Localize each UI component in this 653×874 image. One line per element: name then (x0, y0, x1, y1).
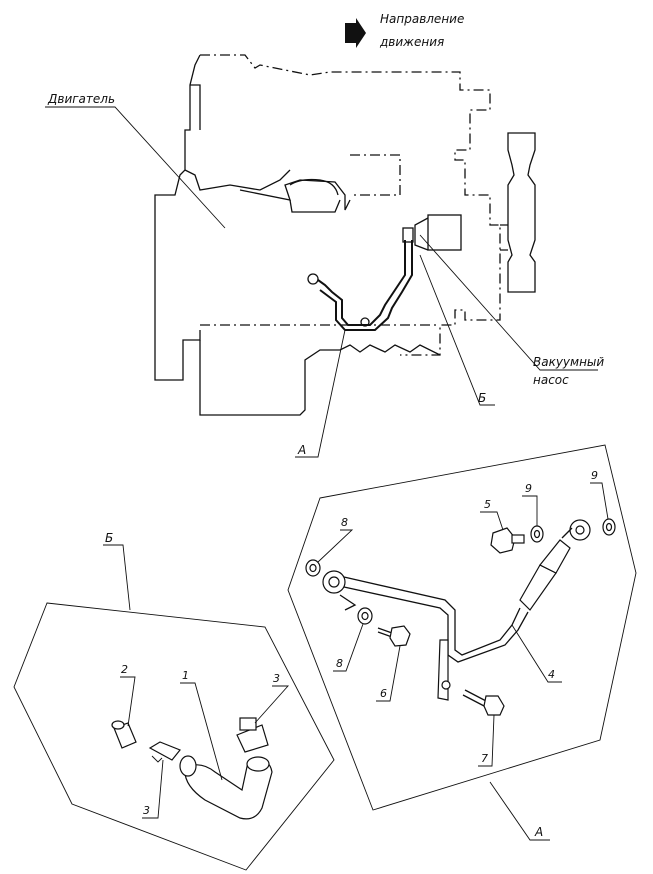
callout-3-left: 3 (143, 804, 150, 817)
direction-label-line2: движения (379, 35, 444, 49)
detail-a: А (287, 444, 637, 841)
detail-a-frame (287, 444, 637, 811)
view-a-marker: А (297, 443, 306, 457)
part-2-fitting (111, 720, 137, 749)
callout-9-left: 9 (525, 482, 532, 495)
callout-4: 4 (548, 668, 555, 681)
part-8-washer-upper (305, 559, 321, 577)
part-3-clip-left (148, 741, 181, 763)
callout-9-right: 9 (591, 469, 598, 482)
detail-a-title: А (534, 825, 543, 839)
part-6-bolt (377, 625, 411, 647)
part-1-hose (179, 755, 273, 820)
detail-b: Б 2 1 3 3 (13, 531, 335, 871)
part-5-bolt (490, 527, 525, 554)
direction-arrow-icon (345, 18, 366, 48)
view-b-marker: Б (478, 391, 486, 405)
direction-indicator: Направление движения (345, 12, 464, 49)
callout-5: 5 (484, 498, 491, 511)
vacuum-pipe-topview (307, 227, 414, 331)
part-9-washer-left (530, 525, 544, 543)
engine-outline (154, 54, 536, 416)
callout-6: 6 (380, 687, 387, 700)
top-view-annotations: Двигатель Вакуумный насос Б А (45, 92, 604, 458)
part-9-washer-right (602, 518, 616, 536)
part-7-bolt (441, 680, 505, 716)
vacuum-pump-label-line2: насос (533, 373, 569, 387)
vacuum-pump-label-line1: Вакуумный (533, 355, 604, 369)
direction-label-line1: Направление (380, 12, 464, 26)
part-8-washer-lower (357, 607, 373, 625)
detail-b-title: Б (105, 531, 113, 545)
callout-7: 7 (481, 752, 488, 765)
detail-b-frame (13, 602, 335, 871)
callout-2: 2 (121, 663, 128, 676)
callout-3-right: 3 (273, 672, 280, 685)
engine-label: Двигатель (47, 92, 115, 106)
callout-1: 1 (182, 669, 189, 682)
callout-8-upper: 8 (341, 516, 348, 529)
part-3-clip-right (236, 717, 269, 753)
callout-8-lower: 8 (336, 657, 343, 670)
